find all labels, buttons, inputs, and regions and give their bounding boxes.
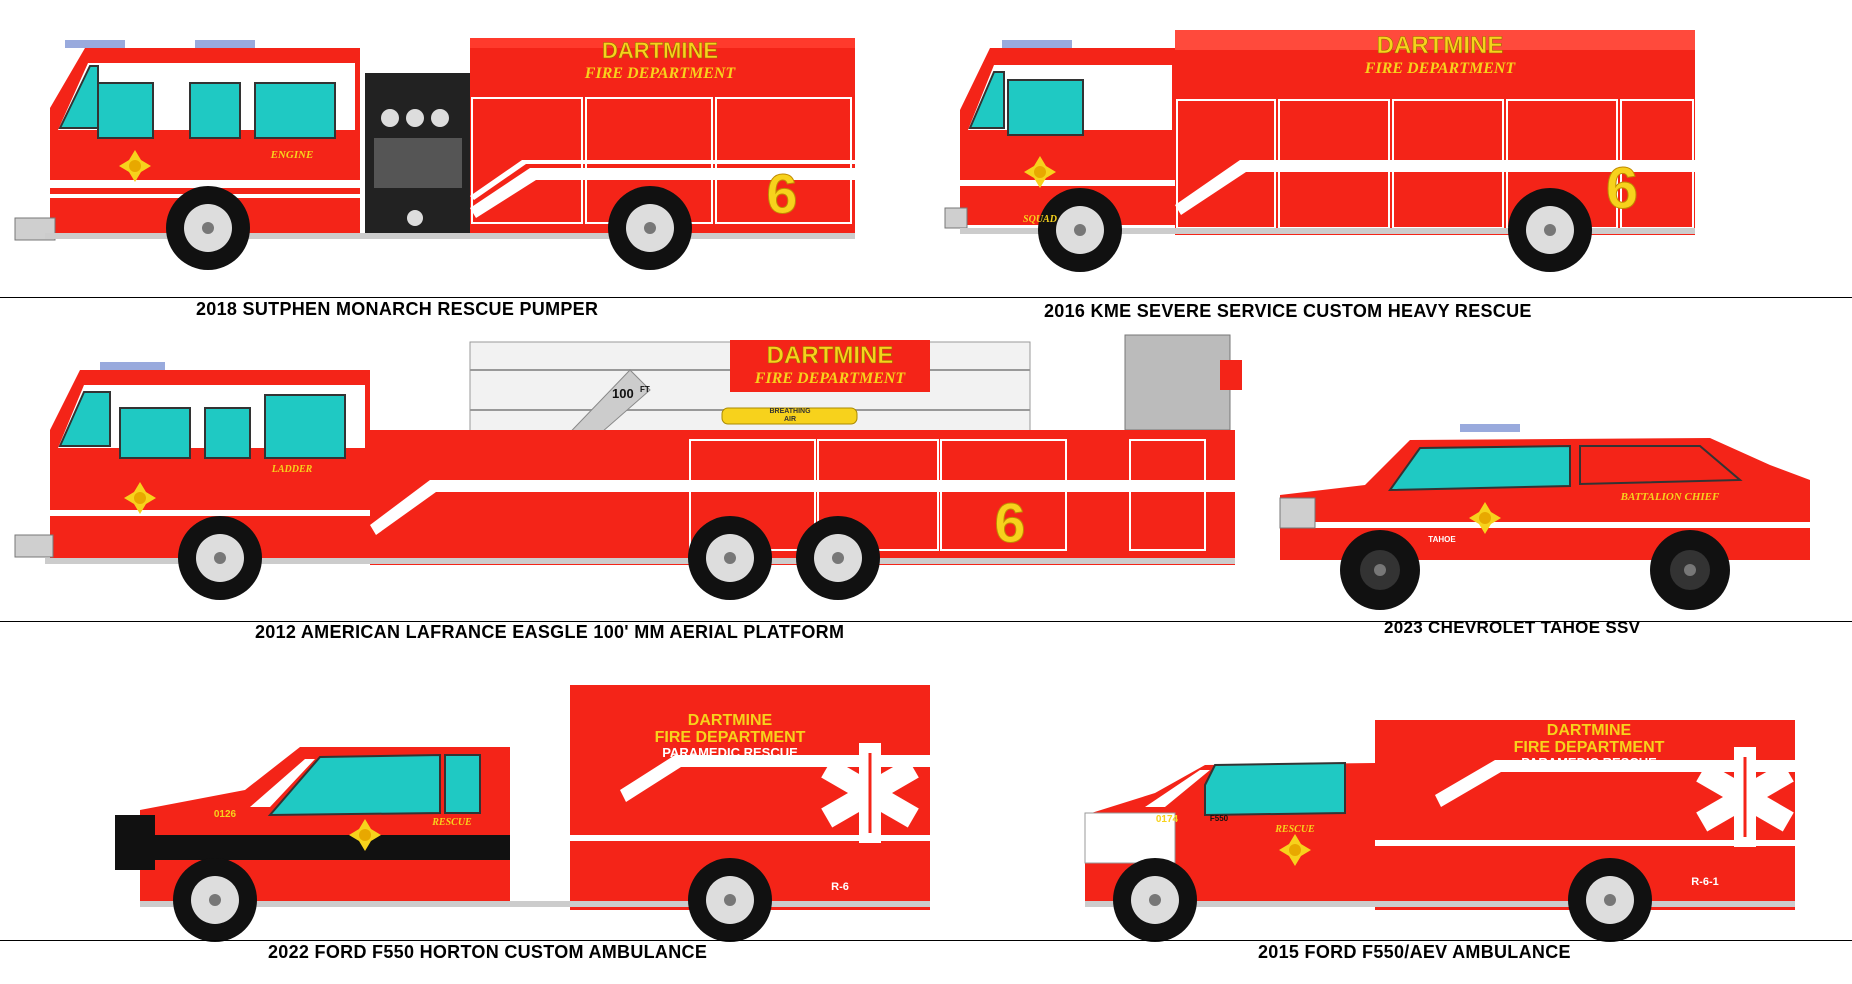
squad-dept-subtitle: FIRE DEPARTMENT [1364,60,1517,77]
medic-aev-dept-name: DARTMINE [1547,722,1632,739]
squad-drawing: SQUAD DARTMINE FIRE DEPARTMENT 6 [940,20,1720,272]
engine-dept-subtitle: FIRE DEPARTMENT [584,65,737,82]
maltese-cross-icon [1024,156,1056,188]
ladder-boom-unit: FT [640,385,650,394]
maltese-cross-icon [124,482,156,514]
medic-horton-cab-number: 0126 [214,809,237,820]
ladder-dept-subtitle: FIRE DEPARTMENT [754,370,907,387]
ladder-caption: 2012 AMERICAN LAFRANCE EASGLE 100' MM AE… [255,622,845,642]
squad-caption: 2016 KME SEVERE SERVICE CUSTOM HEAVY RES… [1044,301,1532,321]
maltese-cross-icon [1469,502,1501,534]
engine-drawing: ENGINE DARTMINE FIRE DEPARTMENT 6 [10,18,870,270]
medic-horton-unit-id: R-6 [831,881,849,893]
tahoe-drawing: BATTALION CHIEF TAHOE [1270,410,1820,610]
tahoe-caption: 2023 CHEVROLET TAHOE SSV [1384,618,1641,637]
row-2-divider [0,621,1852,622]
medic-aev-dept-subtitle: FIRE DEPARTMENT [1514,739,1665,756]
medic-aev-ambulance-subtitle: PARAMEDIC RESCUE [1521,755,1657,770]
engine-cab-label: ENGINE [270,149,314,161]
engine-caption: 2018 SUTPHEN MONARCH RESCUE PUMPER [196,299,599,319]
medic-horton-caption: 2022 FORD F550 HORTON CUSTOM AMBULANCE [268,942,708,962]
maltese-cross-icon [349,819,381,851]
medic-horton-cab-label: RESCUE [431,817,472,828]
ladder-dept-name: DARTMINE [767,342,894,369]
engine-dept-name: DARTMINE [602,38,718,63]
engine-unit-number: 6 [766,162,797,225]
medic-horton-ambulance-subtitle: PARAMEDIC RESCUE [662,745,798,760]
ladder-cab-label: LADDER [271,464,313,475]
row-1-divider [0,297,1852,298]
medic-aev-caption: 2015 FORD F550/AEV AMBULANCE [1258,942,1571,962]
medic-horton-dept-name: DARTMINE [688,712,773,729]
medic-aev-drawing: 0174 F550 RESCUE DARTMINE FIRE DEPARTMEN… [1055,675,1815,945]
maltese-cross-icon [1279,834,1311,866]
ladder-tank-label-2: AIR [784,416,796,423]
medic-aev-cab-number: 0174 [1156,814,1179,825]
maltese-cross-icon [119,150,151,182]
medic-horton-dept-subtitle: FIRE DEPARTMENT [655,729,806,746]
ladder-drawing: BREATHING AIR 100 FT DARTMINE FIRE DEPAR… [10,330,1260,600]
medic-aev-unit-id: R-6-1 [1691,876,1719,888]
row-3-divider [0,940,1852,941]
squad-dept-name: DARTMINE [1377,32,1504,59]
medic-aev-cab-label: RESCUE [1274,824,1315,835]
squad-cab-label: SQUAD [1023,214,1057,225]
medic-horton-drawing: 0126 RESCUE DARTMINE FIRE DEPARTMENT PAR… [100,675,940,945]
tahoe-model-badge: TAHOE [1428,535,1456,544]
medic-aev-cab-badge: F550 [1210,814,1229,823]
ladder-boom-length: 100 [612,386,634,401]
ladder-unit-number: 6 [994,491,1025,554]
tahoe-door-label: BATTALION CHIEF [1620,491,1720,503]
star-of-life-icon [821,743,919,843]
squad-unit-number: 6 [1606,156,1638,221]
ladder-tank-label-1: BREATHING [769,408,811,415]
star-of-life-icon [1696,747,1794,847]
